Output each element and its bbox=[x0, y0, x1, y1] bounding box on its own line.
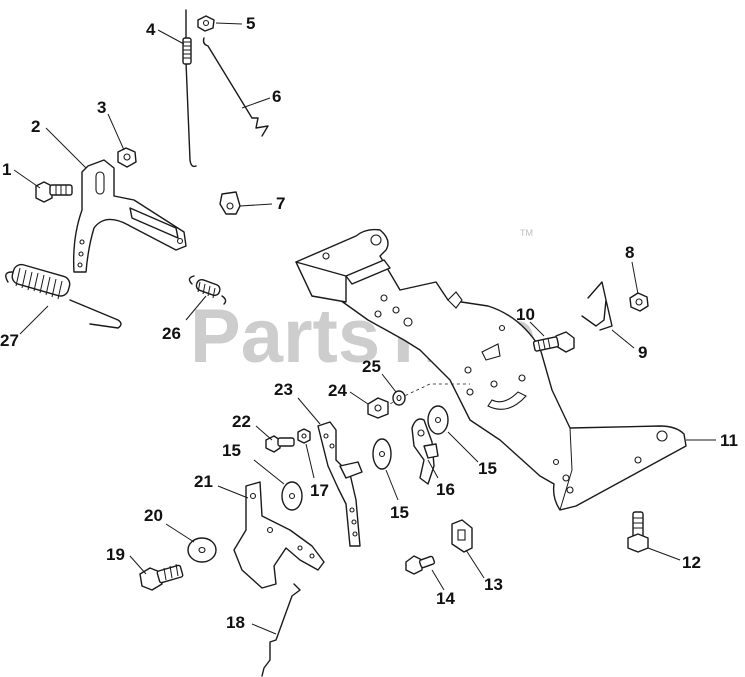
callout-16: 16 bbox=[436, 480, 455, 499]
part-12-bolt[interactable] bbox=[627, 511, 649, 553]
callout-12: 12 bbox=[682, 553, 701, 572]
callout-23: 23 bbox=[274, 380, 293, 399]
callout-27: 27 bbox=[0, 331, 19, 350]
part-23-governor-arm[interactable] bbox=[317, 421, 363, 547]
watermark-tm: TM bbox=[520, 228, 533, 238]
callout-4: 4 bbox=[146, 20, 156, 39]
part-21-bracket[interactable] bbox=[233, 481, 325, 589]
callout-18: 18 bbox=[226, 613, 245, 632]
callout-19: 19 bbox=[106, 545, 125, 564]
part-7-cable-clamp[interactable] bbox=[219, 191, 241, 215]
callout-25: 25 bbox=[362, 357, 381, 376]
callout-20: 20 bbox=[144, 506, 163, 525]
part-22-screw[interactable] bbox=[265, 435, 295, 453]
part-26-spring[interactable] bbox=[188, 275, 227, 305]
part-14-screw[interactable] bbox=[405, 555, 436, 575]
part-3-nut[interactable] bbox=[117, 147, 137, 168]
part-27-spring[interactable] bbox=[5, 263, 122, 329]
part-17-nut[interactable] bbox=[297, 428, 311, 444]
part-15-washer-c[interactable] bbox=[281, 481, 303, 511]
callout-15-c: 15 bbox=[222, 441, 241, 460]
callout-14: 14 bbox=[436, 589, 455, 608]
callout-1: 1 bbox=[2, 160, 11, 179]
callout-10: 10 bbox=[516, 305, 535, 324]
callout-9: 9 bbox=[638, 343, 647, 362]
part-4-cable[interactable] bbox=[182, 9, 197, 168]
part-20-washer[interactable] bbox=[187, 537, 217, 563]
part-15-washer-a[interactable] bbox=[427, 405, 449, 435]
callout-5: 5 bbox=[246, 14, 255, 33]
part-6-link-rod[interactable] bbox=[202, 37, 269, 137]
part-8-nut[interactable] bbox=[629, 292, 649, 312]
callout-17: 17 bbox=[310, 481, 329, 500]
callout-11: 11 bbox=[720, 431, 738, 450]
callout-22: 22 bbox=[232, 412, 251, 431]
callout-24: 24 bbox=[328, 381, 347, 400]
callout-15-a: 15 bbox=[478, 459, 497, 478]
leader-lines bbox=[13, 22, 716, 635]
part-5-clip[interactable] bbox=[197, 15, 215, 32]
part-10-bolt[interactable] bbox=[532, 331, 575, 353]
part-24-nut[interactable] bbox=[367, 397, 389, 419]
part-1-bolt[interactable] bbox=[35, 181, 73, 203]
part-16-lever[interactable] bbox=[411, 418, 439, 485]
part-18-rod[interactable] bbox=[261, 583, 301, 677]
part-11-control-plate[interactable] bbox=[295, 228, 687, 511]
part-2-bracket[interactable] bbox=[72, 159, 187, 273]
callout-15-b: 15 bbox=[390, 503, 409, 522]
callout-6: 6 bbox=[272, 87, 281, 106]
callout-26: 26 bbox=[162, 324, 181, 343]
part-15-washer-b[interactable] bbox=[372, 438, 392, 470]
callout-3: 3 bbox=[97, 98, 106, 117]
callout-13: 13 bbox=[484, 575, 503, 594]
part-25-washer[interactable] bbox=[392, 390, 406, 406]
callout-21: 21 bbox=[194, 472, 213, 491]
callout-8: 8 bbox=[625, 243, 634, 262]
callout-2: 2 bbox=[31, 117, 40, 136]
part-19-bolt[interactable] bbox=[139, 563, 184, 591]
part-9-spring-clip[interactable] bbox=[581, 281, 613, 331]
part-13-clip[interactable] bbox=[451, 519, 473, 553]
callout-7: 7 bbox=[276, 194, 285, 213]
